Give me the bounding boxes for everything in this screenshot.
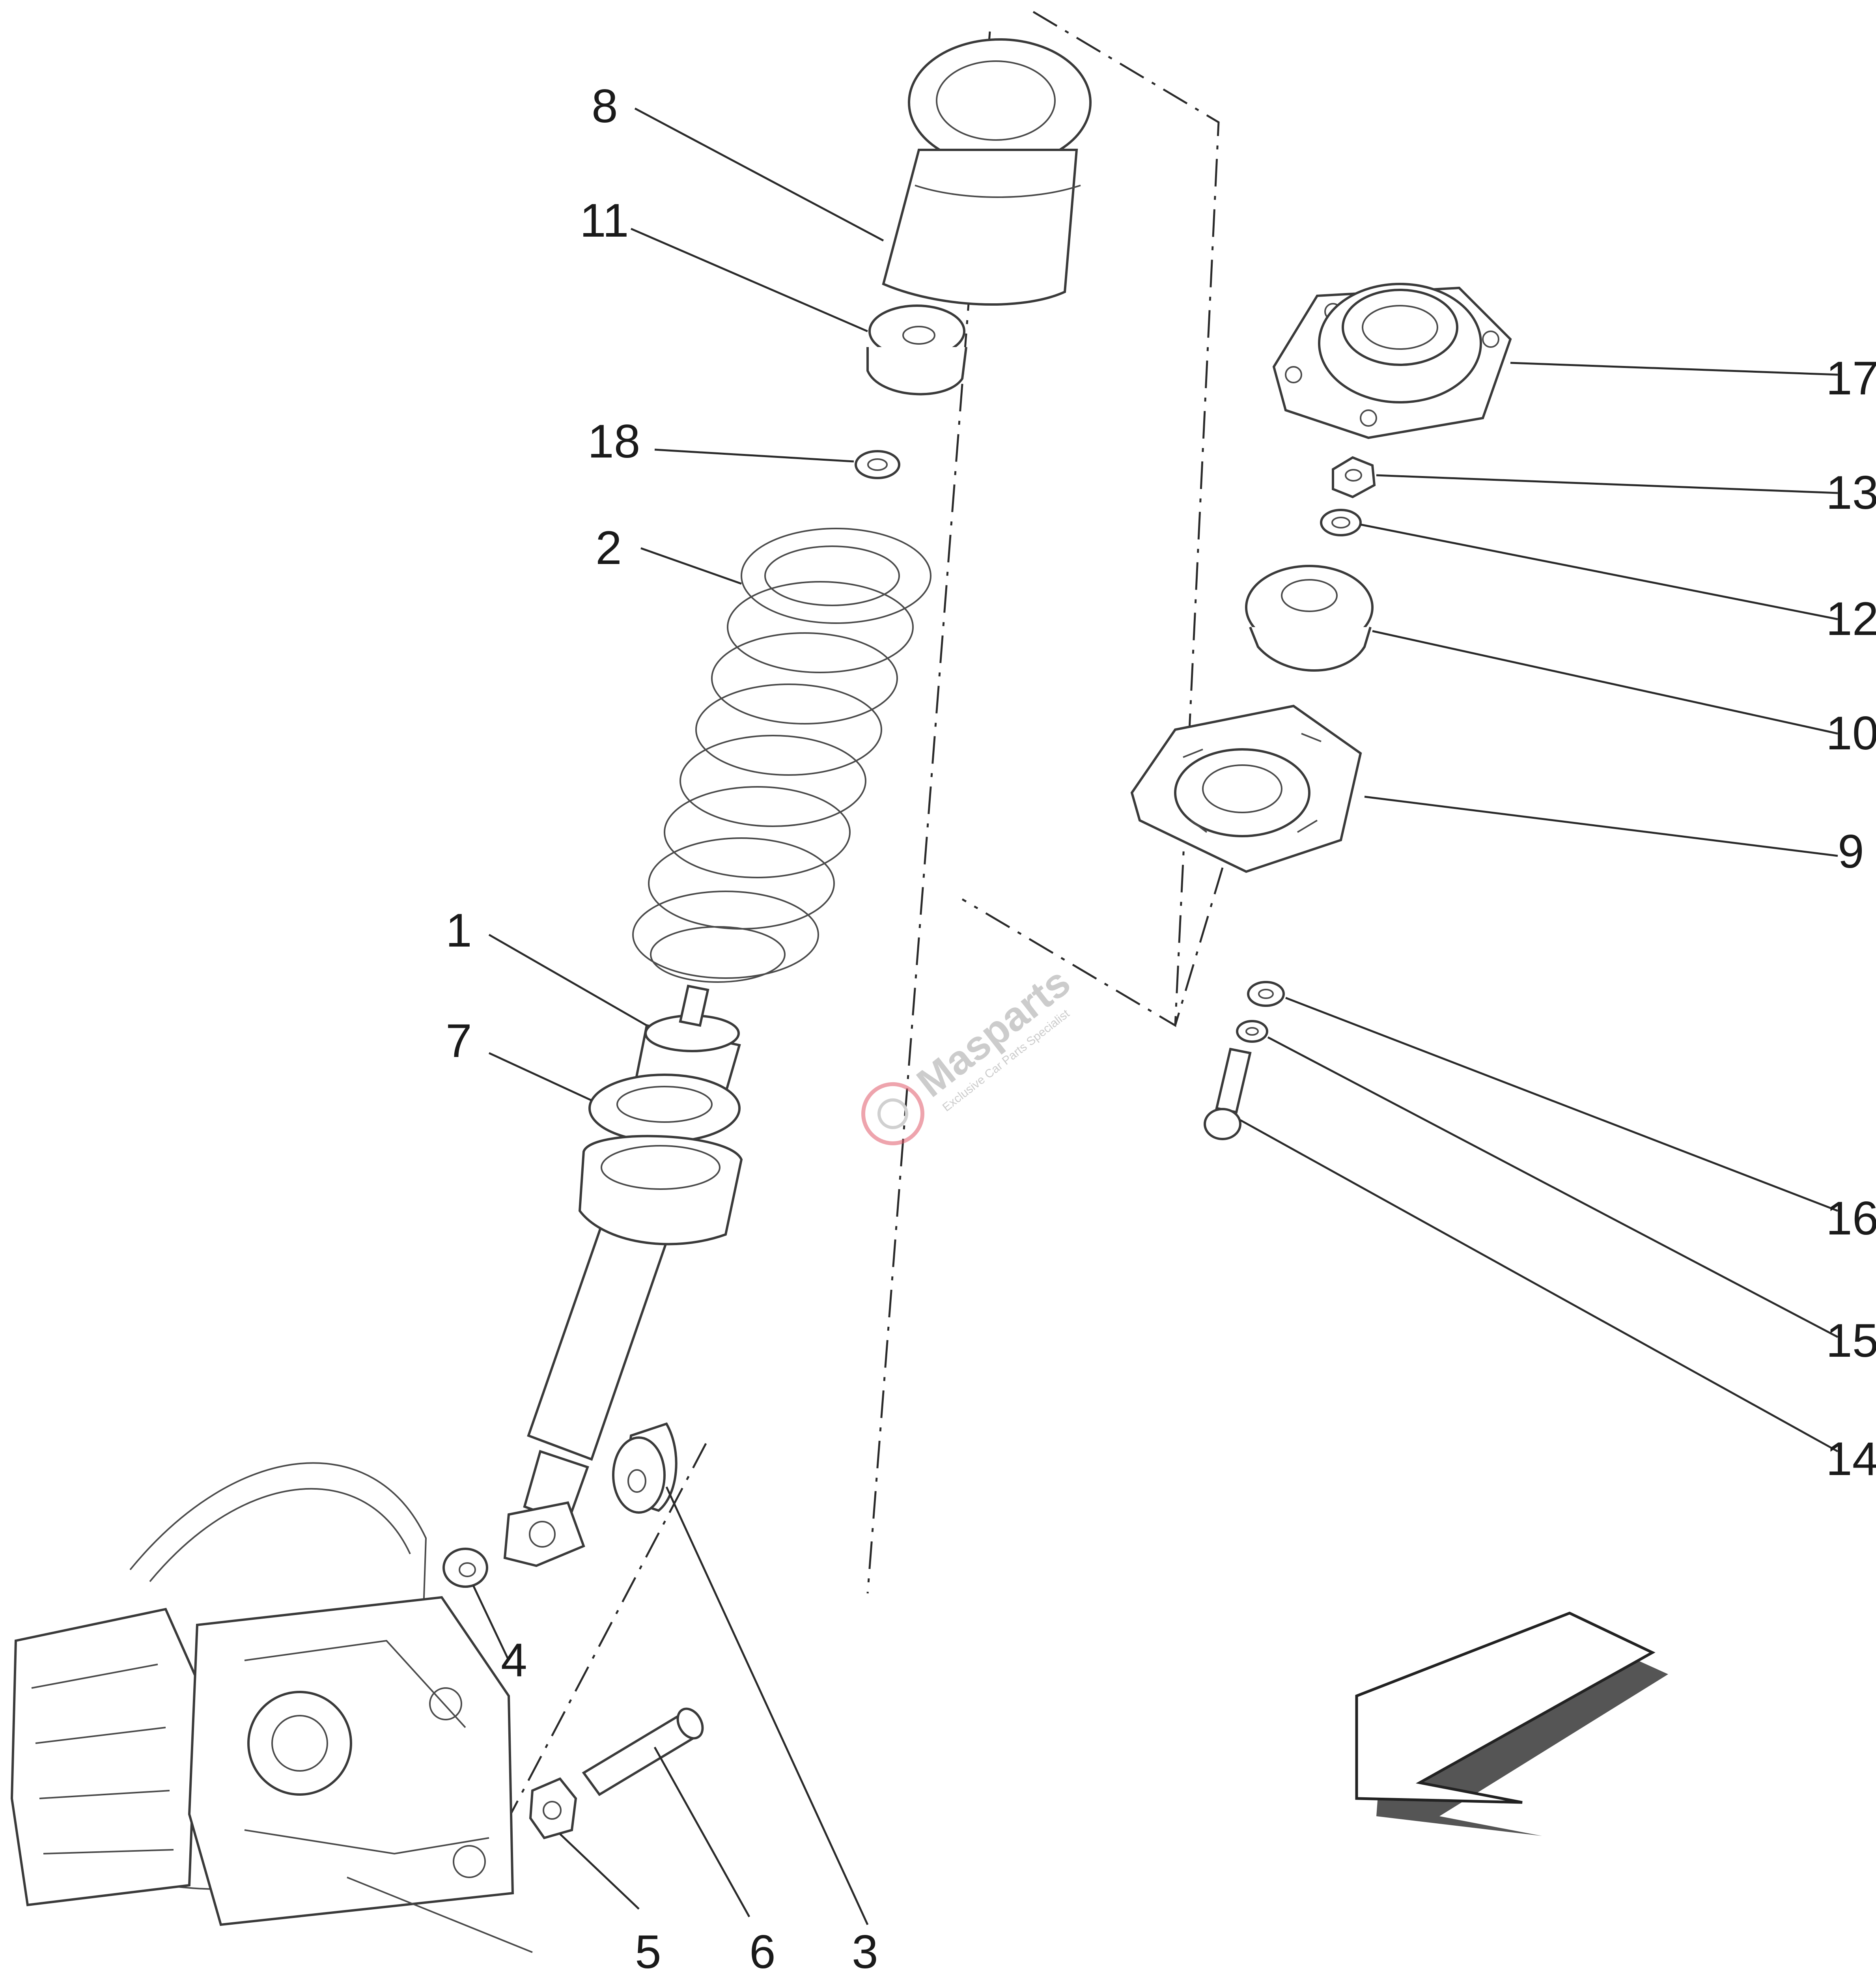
- callout-2: 2: [595, 521, 622, 574]
- watermark: Masparts Exclusive Car Parts Specialist: [861, 959, 1079, 1145]
- front-direction-arrow-icon: [1355, 1612, 1668, 1836]
- callout-7: 7: [446, 1014, 472, 1067]
- callout-4: 4: [501, 1634, 527, 1686]
- callout-14: 14: [1826, 1432, 1876, 1485]
- leader-lines: [472, 107, 1839, 1925]
- bolt-14: [1204, 1048, 1252, 1140]
- spring-lower-seat: [578, 1074, 743, 1246]
- callout-9: 9: [1838, 825, 1864, 878]
- top-mount-17: [1272, 283, 1512, 439]
- watermark-wheel-icon: [861, 1082, 924, 1145]
- callout-17: 17: [1826, 352, 1876, 405]
- callout-13: 13: [1826, 466, 1876, 519]
- callout-5: 5: [635, 1925, 661, 1972]
- callout-labels: 1 2 3 4 5 6 7 8 9 10 11 12 13 14 15 16 1…: [446, 80, 1876, 1972]
- dust-boot: [882, 38, 1092, 306]
- callout-15: 15: [1826, 1314, 1876, 1367]
- washer-12: [1320, 509, 1362, 536]
- washer-4: [442, 1548, 488, 1588]
- washer-16: [1247, 981, 1285, 1007]
- top-bush: [866, 304, 967, 396]
- callout-18: 18: [588, 415, 640, 468]
- bolt-6: [582, 1707, 704, 1796]
- callout-1: 1: [446, 904, 472, 957]
- upper-bush-10: [1245, 565, 1374, 672]
- callout-12: 12: [1826, 592, 1876, 645]
- washer-18: [855, 450, 900, 479]
- callout-10: 10: [1826, 707, 1876, 760]
- callout-3: 3: [852, 1925, 878, 1972]
- coil-spring: [632, 528, 931, 983]
- callout-8: 8: [592, 80, 618, 133]
- assembly-axes: [472, 11, 1224, 1886]
- nut-5: [529, 1777, 577, 1839]
- callout-11: 11: [580, 194, 629, 247]
- nut-13: [1332, 456, 1376, 499]
- wheel-hub-and-caliper: [10, 1462, 533, 1953]
- bush-3: [612, 1422, 678, 1514]
- watermark-brand: Masparts: [909, 959, 1079, 1106]
- callout-6: 6: [749, 1925, 776, 1972]
- washer-15: [1236, 1020, 1268, 1043]
- callout-16: 16: [1826, 1192, 1876, 1245]
- mount-plate-9: [1130, 704, 1362, 873]
